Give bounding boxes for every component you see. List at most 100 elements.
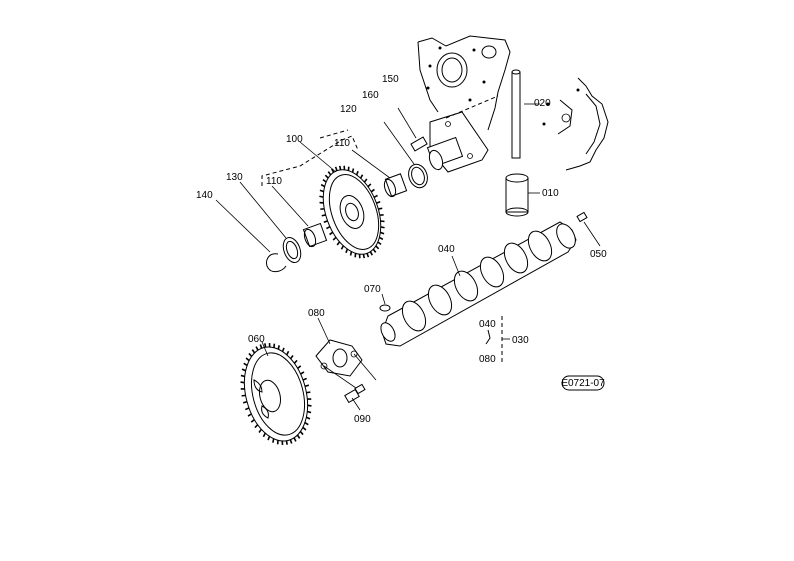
cam-gear-tooth bbox=[242, 400, 248, 404]
label-070: 070 bbox=[364, 284, 381, 295]
bushing-110-upper bbox=[351, 149, 408, 198]
cam-gear-tooth bbox=[285, 350, 290, 356]
idle-gear-tooth bbox=[363, 178, 368, 183]
idle-gear bbox=[299, 141, 385, 259]
idle-gear-tooth bbox=[336, 241, 341, 246]
right-cover bbox=[542, 77, 609, 171]
cam-gear-tooth bbox=[277, 345, 280, 350]
cam-gear-tooth bbox=[255, 346, 259, 351]
cam-gear-tooth bbox=[281, 347, 285, 352]
cam-gear-tooth bbox=[289, 439, 293, 444]
cam-gear-tooth bbox=[262, 432, 267, 438]
idle-gear-tooth bbox=[370, 188, 375, 193]
stopper-bolt-050 bbox=[576, 211, 601, 247]
cam-gear-tooth bbox=[285, 440, 288, 445]
cam-gear-tooth bbox=[297, 365, 302, 370]
idle-gear-tooth bbox=[362, 254, 366, 259]
camshaft bbox=[380, 221, 577, 347]
idle-gear-tooth bbox=[359, 174, 364, 179]
label-050: 050 bbox=[590, 249, 607, 260]
idle-gear-tooth bbox=[340, 245, 345, 250]
cam-gear-tooth bbox=[250, 418, 255, 423]
label-020: 020 bbox=[534, 98, 551, 109]
idle-gear-tooth bbox=[375, 245, 380, 250]
drawing-code-badge: E0721-07 bbox=[561, 375, 605, 391]
label-030: 030 bbox=[512, 335, 529, 346]
cam-gear-tooth bbox=[289, 355, 294, 360]
idle-gear-tooth bbox=[329, 231, 334, 236]
idle-gear-shaft bbox=[426, 95, 499, 173]
idle-gear-tooth bbox=[323, 220, 328, 224]
cam-gear-tooth bbox=[244, 407, 250, 411]
washer-130 bbox=[239, 181, 302, 264]
label-110-lower: 110 bbox=[266, 176, 282, 187]
cam-gear bbox=[240, 341, 312, 446]
idle-gear-tooth bbox=[331, 168, 335, 173]
cam-gear-tooth bbox=[240, 374, 246, 378]
idle-gear-tooth bbox=[332, 236, 337, 241]
cam-gear-tooth bbox=[293, 437, 297, 442]
bushing-110-lower bbox=[271, 185, 328, 248]
label-040: 040 bbox=[438, 244, 455, 255]
idle-gear-tooth bbox=[319, 189, 324, 193]
cam-gear-tooth bbox=[299, 431, 304, 436]
cam-gear-tooth bbox=[305, 416, 311, 420]
idle-gear-tooth bbox=[380, 226, 385, 229]
label-090: 090 bbox=[354, 414, 371, 425]
tappet bbox=[505, 173, 540, 217]
cam-gear-tooth bbox=[264, 343, 267, 348]
cam-gear-tooth bbox=[307, 404, 312, 407]
idle-gear-tooth bbox=[338, 165, 342, 170]
cam-gear-tooth bbox=[241, 368, 247, 372]
push-rod bbox=[511, 69, 540, 159]
cam-gear-tooth bbox=[302, 426, 307, 431]
idle-gear-tooth bbox=[367, 183, 372, 188]
label-010: 010 bbox=[542, 188, 559, 199]
key-070 bbox=[379, 293, 391, 312]
idle-gear-tooth bbox=[345, 248, 349, 254]
cam-gear-tooth bbox=[306, 410, 312, 414]
idle-gear-tooth bbox=[378, 236, 384, 241]
idle-gear-tooth bbox=[378, 207, 383, 210]
idle-gear-tooth bbox=[355, 170, 359, 176]
cam-gear-tooth bbox=[254, 424, 259, 429]
idle-gear-tooth bbox=[372, 248, 377, 253]
bolts-090 bbox=[344, 383, 366, 411]
stopper-plate bbox=[315, 317, 377, 389]
idle-gear-tooth bbox=[351, 168, 355, 173]
idle-gear-tooth bbox=[376, 200, 381, 204]
label-060: 060 bbox=[248, 334, 265, 345]
cam-gear-tooth bbox=[245, 357, 250, 362]
cam-gear-tooth bbox=[258, 428, 263, 433]
cam-gear-tooth bbox=[251, 349, 256, 354]
idle-gear-tooth bbox=[366, 253, 370, 258]
idle-gear-tooth bbox=[322, 178, 327, 183]
idle-gear-tooth bbox=[373, 194, 378, 199]
label-140: 140 bbox=[196, 190, 213, 201]
cam-gear-tooth bbox=[293, 359, 298, 364]
cam-gear-tooth bbox=[304, 384, 310, 388]
idle-gear-tooth bbox=[320, 183, 326, 188]
idle-gear-tooth bbox=[369, 251, 373, 256]
engine-housing bbox=[417, 35, 511, 131]
idle-gear-tooth bbox=[380, 231, 385, 235]
bolt-160 bbox=[397, 107, 428, 152]
cam-gear-tooth bbox=[247, 413, 252, 417]
label-040-set: 040 bbox=[479, 319, 496, 330]
label-100: 100 bbox=[286, 134, 303, 145]
cam-gear-tooth bbox=[240, 381, 245, 384]
idle-gear-tooth bbox=[321, 214, 326, 217]
idle-gear-tooth bbox=[334, 166, 338, 171]
cam-gear-tooth bbox=[300, 371, 305, 375]
label-150: 150 bbox=[382, 74, 399, 85]
cam-gear-tooth bbox=[272, 438, 275, 443]
cam-gear-tooth bbox=[259, 344, 263, 349]
cam-gear-tooth bbox=[243, 362, 248, 367]
idle-gear-tooth bbox=[377, 241, 382, 246]
label-130: 130 bbox=[226, 172, 243, 183]
cam-gear-tooth bbox=[248, 352, 253, 357]
label-160: 160 bbox=[362, 90, 379, 101]
assembly-bracket-2 bbox=[319, 129, 349, 139]
label-110-upper: 110 bbox=[334, 138, 350, 149]
idle-gear-tooth bbox=[327, 171, 332, 176]
